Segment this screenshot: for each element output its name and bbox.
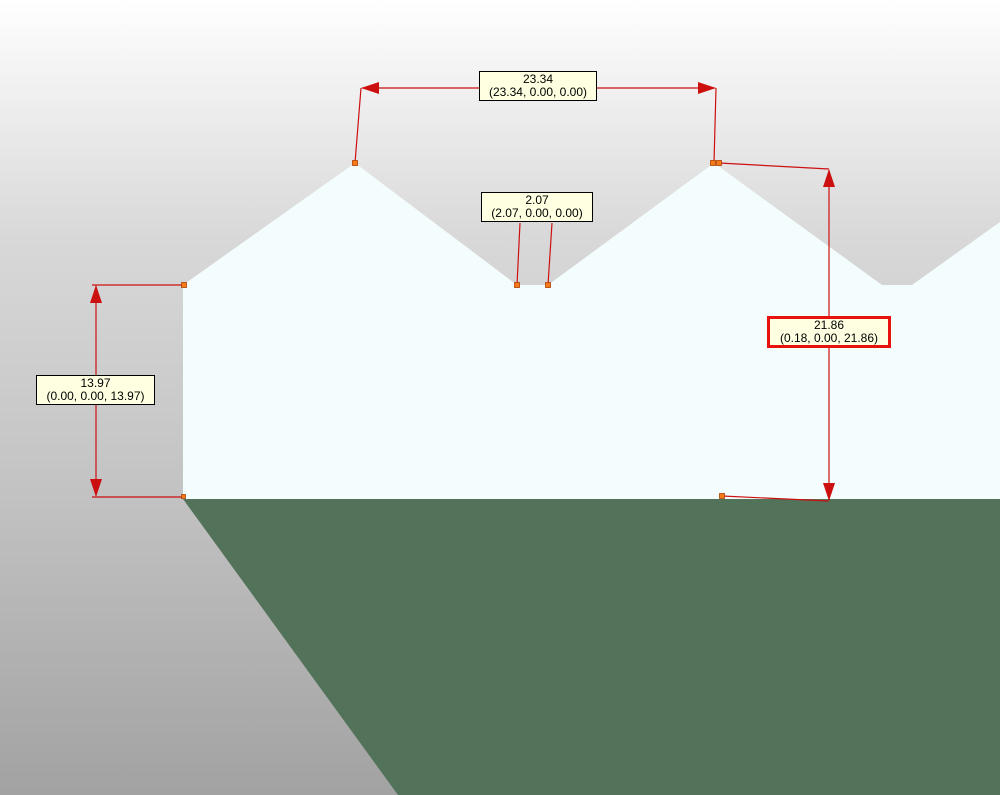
- vertex-marker[interactable]: [710, 160, 716, 166]
- dimension-vector: (23.34, 0.00, 0.00): [488, 85, 588, 99]
- extension-line: [718, 162, 830, 170]
- dimension-label-2-07[interactable]: 2.07 (2.07, 0.00, 0.00): [481, 192, 593, 222]
- dimension-vector: (0.18, 0.00, 21.86): [779, 331, 879, 345]
- vertex-marker[interactable]: [352, 160, 358, 166]
- dimension-vector: (0.00, 0.00, 13.97): [46, 389, 145, 403]
- extension-line: [354, 87, 362, 164]
- dimension-vector: (2.07, 0.00, 0.00): [491, 206, 583, 220]
- dimension-label-23-34[interactable]: 23.34 (23.34, 0.00, 0.00): [479, 71, 597, 101]
- dimension-value: 13.97: [80, 376, 111, 390]
- vertex-marker[interactable]: [181, 494, 186, 499]
- dimension-value: 21.86: [813, 318, 845, 332]
- vertex-marker[interactable]: [181, 282, 187, 288]
- vertex-marker[interactable]: [719, 493, 725, 499]
- extension-line: [547, 222, 553, 286]
- ground-plane[interactable]: [183, 499, 1000, 795]
- dimension-value: 23.34: [522, 72, 554, 86]
- vertex-marker[interactable]: [716, 160, 722, 166]
- vertex-marker[interactable]: [514, 282, 520, 288]
- dimension-label-13-97[interactable]: 13.97 (0.00, 0.00, 13.97): [36, 375, 155, 405]
- vertex-markers: [181, 160, 725, 499]
- dimension-gap-2-07[interactable]: [516, 222, 553, 286]
- building-facade[interactable]: [183, 163, 1000, 499]
- vertex-marker[interactable]: [545, 282, 551, 288]
- extension-line: [721, 495, 830, 502]
- extension-line: [713, 87, 717, 164]
- dimension-label-21-86[interactable]: 21.86 (0.18, 0.00, 21.86): [767, 316, 891, 348]
- dimension-value: 2.07: [525, 193, 549, 207]
- extension-line: [516, 222, 521, 286]
